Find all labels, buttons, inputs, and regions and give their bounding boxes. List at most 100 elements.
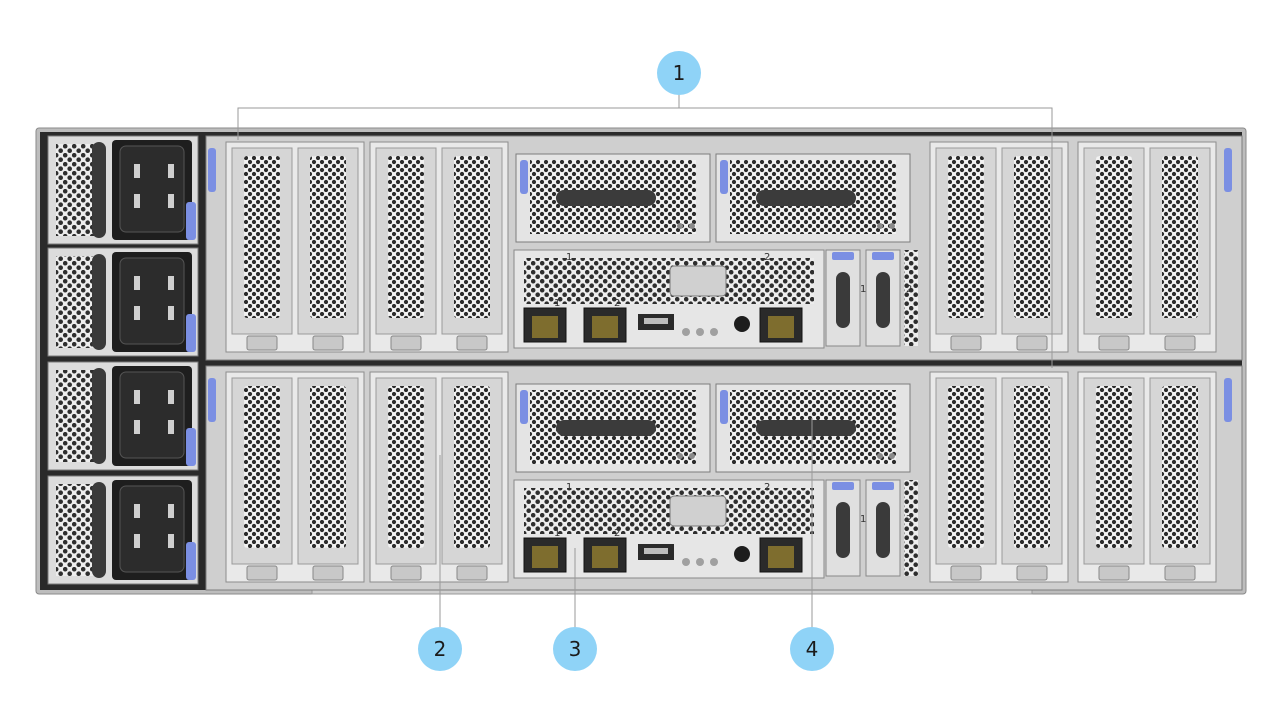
- bay-latch: [312, 335, 344, 351]
- psu-vent: [56, 256, 94, 348]
- power-supply-1: [47, 135, 199, 245]
- drive-handle: [836, 272, 850, 328]
- bay-latch: [246, 335, 278, 351]
- power-supply-4: [47, 475, 199, 585]
- status-led: [710, 558, 718, 566]
- pcie-bay-left-a: [225, 371, 365, 583]
- svg-text:3: 3: [569, 637, 582, 661]
- storage-module-1: [515, 153, 711, 243]
- leader-lines: [237, 94, 1053, 628]
- storage-module-2: [715, 153, 911, 243]
- pcie-bay-right-a: [929, 371, 1069, 583]
- slot-label-1: 1: [860, 514, 866, 525]
- bay-latch: [390, 565, 422, 581]
- bay-latch: [1164, 335, 1196, 351]
- release-tab: [186, 202, 196, 240]
- power-supply-2: [47, 247, 199, 357]
- bay-latch: [950, 565, 982, 581]
- psu-handle: [92, 482, 106, 578]
- bay-latch: [950, 335, 982, 351]
- release-tab: [1224, 148, 1232, 192]
- io-vent: [524, 488, 814, 534]
- status-led: [696, 328, 704, 336]
- network-label-1: 1: [554, 528, 560, 539]
- psu-vent: [56, 484, 94, 576]
- module-handle: [756, 190, 856, 206]
- release-tab: [720, 160, 728, 194]
- network-label-2: 2: [614, 528, 620, 539]
- release-tab: [208, 378, 216, 422]
- io-vent: [524, 258, 814, 304]
- pcie-bay-right-b: [1077, 141, 1217, 353]
- pcie-vent: [388, 156, 424, 318]
- pcie-bay-right-a: [929, 141, 1069, 353]
- bay-latch: [456, 335, 488, 351]
- release-tab: [1224, 378, 1232, 422]
- slot-label-2: 2: [906, 514, 912, 525]
- battery-label-1: 1: [566, 482, 572, 493]
- status-led: [696, 558, 704, 566]
- pcie-bay-left-b: [369, 371, 509, 583]
- callout-1: 1: [657, 51, 701, 95]
- bay-latch: [1098, 335, 1130, 351]
- compute-node-2: 1 2 1 2 1 2: [205, 365, 1243, 591]
- bay-latch: [246, 565, 278, 581]
- status-led: [682, 558, 690, 566]
- network-label-1: 1: [554, 298, 560, 309]
- release-tab: [186, 542, 196, 580]
- callout-3: 3: [553, 627, 597, 671]
- status-led: [682, 328, 690, 336]
- status-led: [677, 453, 683, 459]
- pcie-vent: [948, 386, 984, 548]
- pcie-vent: [310, 156, 346, 318]
- io-panel-2: 1 2 1 2: [513, 479, 825, 579]
- pcie-vent: [1162, 386, 1198, 548]
- pcie-vent: [310, 386, 346, 548]
- bay-latch: [1016, 565, 1048, 581]
- psu-handle: [92, 254, 106, 350]
- network-label-2: 2: [614, 298, 620, 309]
- release-tab: [872, 252, 894, 260]
- battery-label-2: 2: [764, 252, 770, 263]
- battery-label-2: 2: [764, 482, 770, 493]
- svg-text:2: 2: [434, 637, 447, 661]
- pcie-vent: [454, 386, 490, 548]
- status-led: [877, 223, 883, 229]
- status-led: [689, 453, 695, 459]
- release-tab: [832, 482, 854, 490]
- release-tab: [832, 252, 854, 260]
- release-tab: [208, 148, 216, 192]
- release-tab: [520, 390, 528, 424]
- storage-module-3: [515, 383, 711, 473]
- io-vent: [904, 250, 918, 346]
- storage-module-4: [715, 383, 911, 473]
- psu-handle: [92, 142, 106, 238]
- audio-port-icon: [734, 546, 750, 562]
- vga-port-icon: [669, 495, 727, 527]
- audio-port-icon: [734, 316, 750, 332]
- pcie-vent: [388, 386, 424, 548]
- pcie-vent: [1162, 156, 1198, 318]
- drive-handle: [836, 502, 850, 558]
- slot-label-1: 1: [860, 284, 866, 295]
- release-tab: [520, 160, 528, 194]
- release-tab: [186, 428, 196, 466]
- status-led: [677, 223, 683, 229]
- pcie-vent: [244, 386, 280, 548]
- power-supply-column: [47, 135, 199, 585]
- battery-label-1: 1: [566, 252, 572, 263]
- status-led: [689, 223, 695, 229]
- bay-latch: [456, 565, 488, 581]
- pcie-bay-left-b: [369, 141, 509, 353]
- pcie-vent: [1096, 156, 1132, 318]
- release-tab: [872, 482, 894, 490]
- status-led: [877, 453, 883, 459]
- bay-latch: [390, 335, 422, 351]
- status-led: [889, 223, 895, 229]
- bay-latch: [312, 565, 344, 581]
- pcie-vent: [1014, 386, 1050, 548]
- svg-text:1: 1: [673, 61, 686, 85]
- pcie-bay-right-b: [1077, 371, 1217, 583]
- psu-handle: [92, 368, 106, 464]
